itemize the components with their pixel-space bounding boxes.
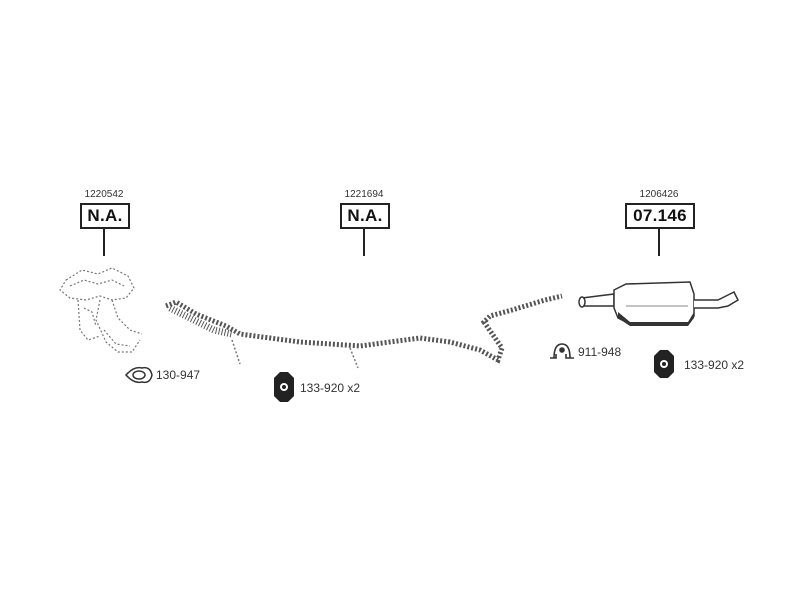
part-ref-number: 1221694 bbox=[344, 189, 384, 200]
accessory-label: 133-920 x2 bbox=[300, 381, 361, 395]
part-code-box[interactable]: N.A. bbox=[340, 203, 390, 229]
clamp-icon bbox=[550, 343, 574, 359]
gasket-icon bbox=[124, 366, 153, 384]
accessory-label: 911-948 bbox=[578, 345, 622, 359]
part-ref-number: 1206426 bbox=[639, 189, 679, 200]
manifold-part bbox=[59, 267, 143, 353]
accessory-label: 133-920 x2 bbox=[684, 358, 745, 372]
part-ref-number: 1220542 bbox=[84, 189, 124, 200]
rubber-mount-icon bbox=[654, 350, 674, 378]
rubber-mount-icon bbox=[274, 372, 294, 402]
part-code-box[interactable]: 07.146 bbox=[625, 203, 695, 229]
part-code-box[interactable]: N.A. bbox=[80, 203, 130, 229]
accessory-label: 130-947 bbox=[156, 368, 201, 382]
rear-silencer-part bbox=[578, 281, 739, 326]
middle-pipe-part bbox=[165, 293, 563, 369]
